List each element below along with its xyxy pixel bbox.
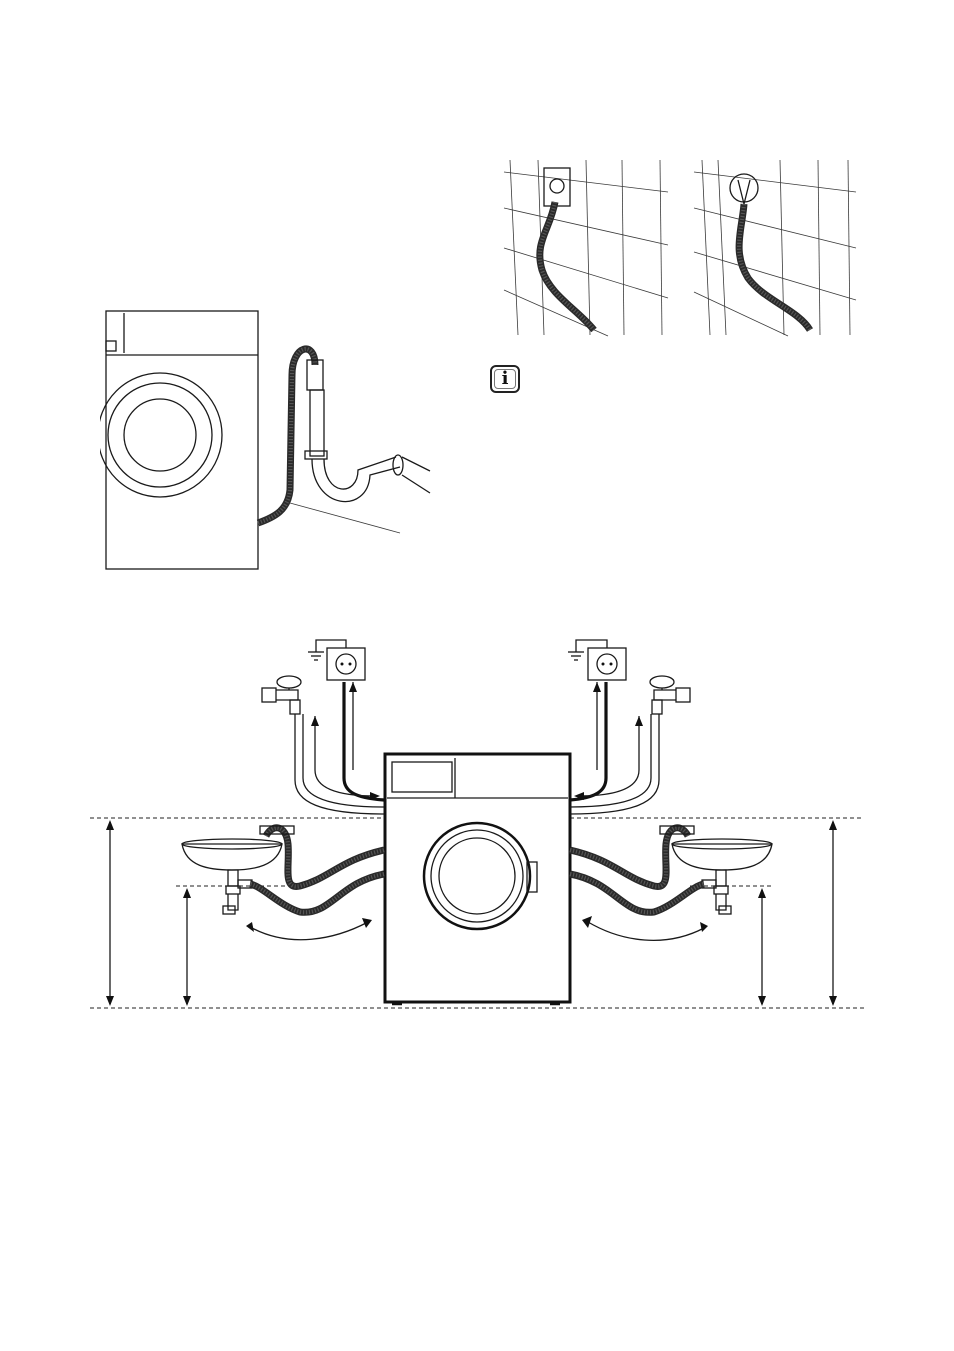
wall-drain-fittings-figure xyxy=(498,160,863,340)
sink-left xyxy=(182,839,282,914)
info-icon: i xyxy=(490,365,520,393)
height-arrow-left-outer xyxy=(106,820,114,1006)
info-glyph: i xyxy=(502,370,509,388)
sink-right xyxy=(672,839,772,914)
installation-layout-figure xyxy=(0,630,954,1020)
water-tap-right xyxy=(650,676,690,714)
water-tap-left xyxy=(262,676,301,714)
drain-hose-siphon-figure xyxy=(100,305,440,575)
power-socket-right xyxy=(568,640,626,680)
power-socket-left xyxy=(308,640,365,680)
